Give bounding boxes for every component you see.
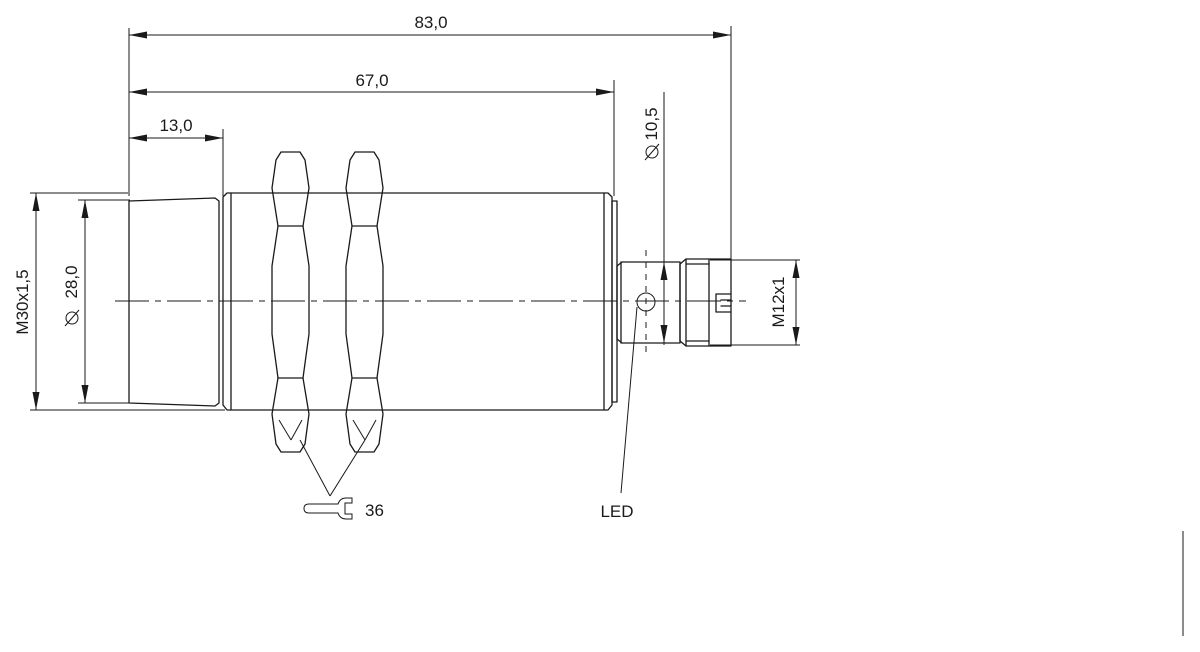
dimension-housing-length: 67,0 [129, 71, 614, 96]
dimension-label-m12: M12x1 [769, 276, 788, 327]
led-indicator [636, 250, 656, 355]
wrench-callout: 36 [299, 439, 384, 520]
sensing-face [128, 197, 220, 407]
dimension-connector-diameter: 10,5 [642, 107, 668, 343]
mounting-nut-2 [345, 151, 384, 453]
diameter-symbol-icon [644, 143, 660, 161]
dimension-sensing-face: 13,0 [129, 116, 223, 142]
wrench-icon [303, 497, 353, 520]
led-label: LED [600, 502, 633, 521]
dimension-label-28: 28,0 [62, 265, 81, 298]
dimension-label-thread: M30x1,5 [13, 269, 32, 334]
dimension-thread: M30x1,5 [13, 193, 40, 410]
diameter-symbol-icon [64, 309, 80, 327]
m12-connector [679, 258, 732, 347]
dimension-overall-length: 83,0 [129, 13, 731, 39]
connector-neck [616, 250, 681, 355]
dimension-housing-diameter: 28,0 [62, 200, 89, 403]
dimension-label-83: 83,0 [414, 13, 447, 32]
mounting-nut-1 [271, 151, 310, 453]
extension-lines [30, 26, 800, 411]
dimension-label-13: 13,0 [159, 116, 192, 135]
dimension-label-10-5: 10,5 [642, 107, 661, 140]
wrench-size-label: 36 [365, 501, 384, 520]
dimension-connector-thread: M12x1 [769, 260, 800, 345]
led-callout: LED [600, 306, 638, 521]
dimension-label-67: 67,0 [355, 71, 388, 90]
